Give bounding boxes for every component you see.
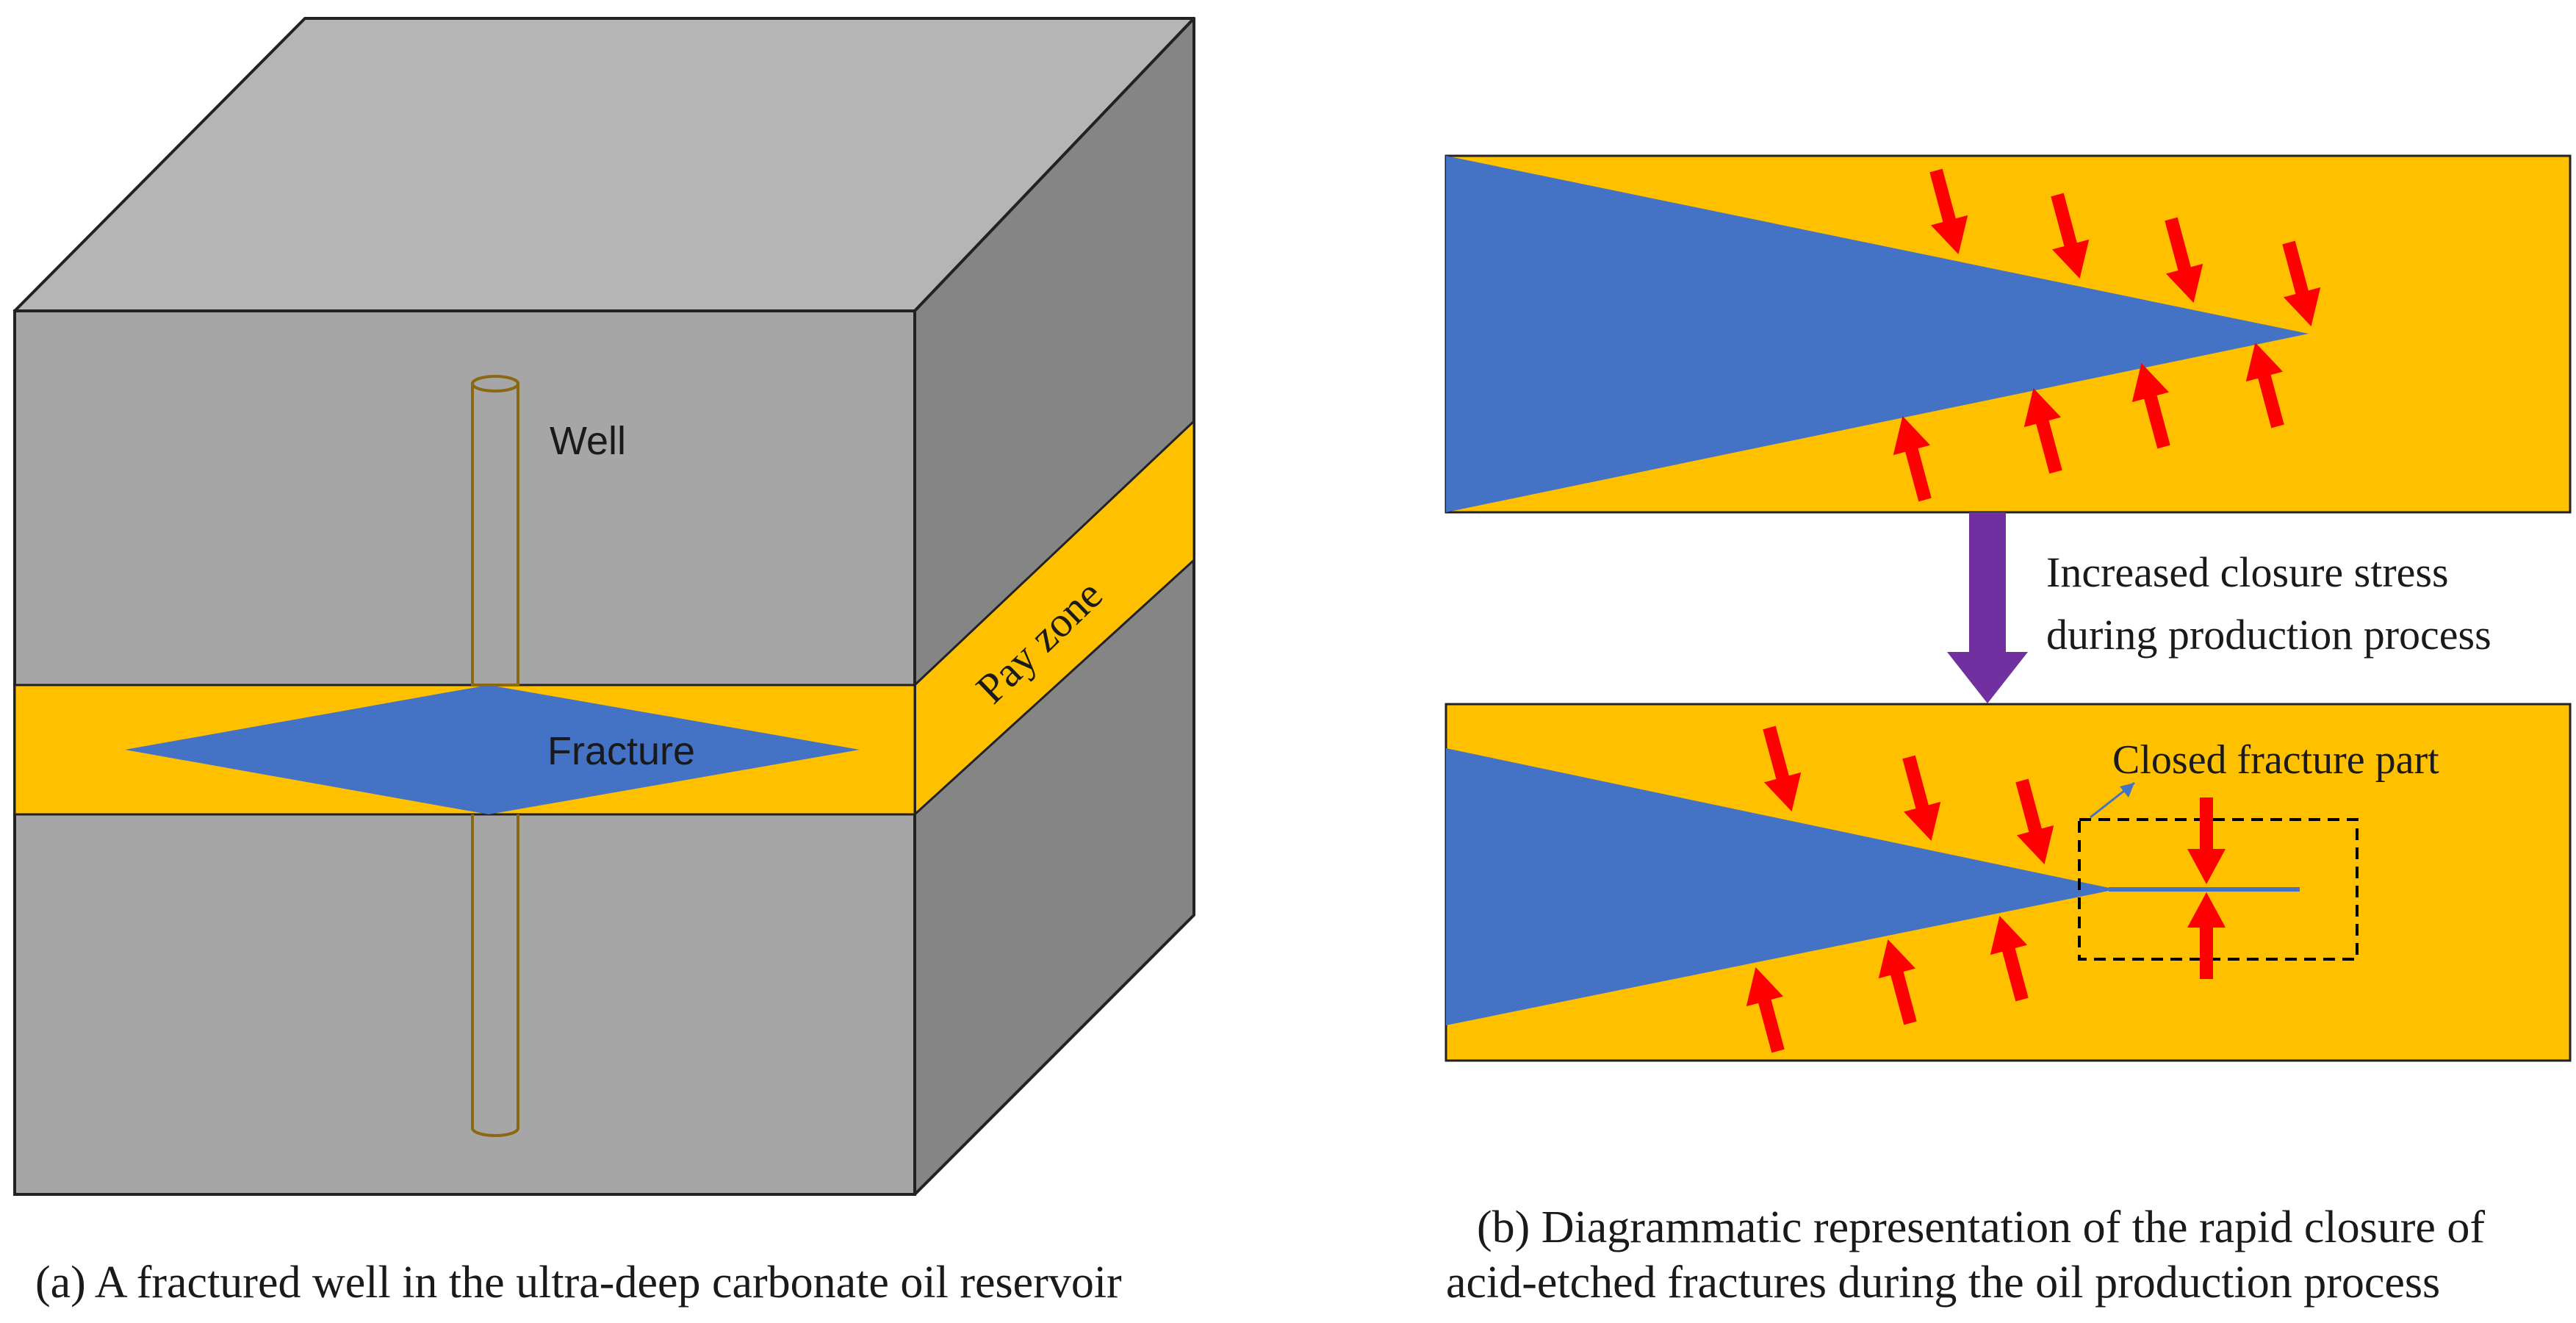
purple-down-arrow-icon — [1947, 512, 2028, 703]
process-label-line2: during production process — [2046, 611, 2492, 659]
panel-a: Well Fracture Pay zone (a) A fractured w… — [13, 17, 1195, 1308]
well-lower — [471, 814, 519, 1137]
caption-b-line2: acid-etched fractures during the oil pro… — [1446, 1258, 2440, 1308]
closed-fracture-diagram: Closed fracture part — [1444, 703, 2572, 1062]
caption-a: (a) A fractured well in the ultra-deep c… — [35, 1258, 1122, 1308]
fracture-diamond — [125, 685, 860, 814]
panel-b: Increased closure stress during producti… — [1444, 154, 2572, 1308]
well-top-cap — [471, 375, 519, 392]
well-label: Well — [550, 419, 626, 463]
open-fracture-diagram — [1444, 154, 2572, 514]
closed-part-label: Closed fracture part — [2112, 737, 2439, 783]
open-fracture-wedge — [1446, 156, 2309, 512]
pointer-head-icon — [2120, 783, 2134, 797]
caption-b-line1: (b) Diagrammatic representation of the r… — [1477, 1202, 2485, 1252]
closed-part-dashed-box — [2078, 818, 2359, 961]
partly-closed-fracture-wedge — [1446, 748, 2116, 1025]
fracture-label: Fracture — [547, 729, 695, 773]
process-label-line1: Increased closure stress — [2046, 548, 2449, 596]
